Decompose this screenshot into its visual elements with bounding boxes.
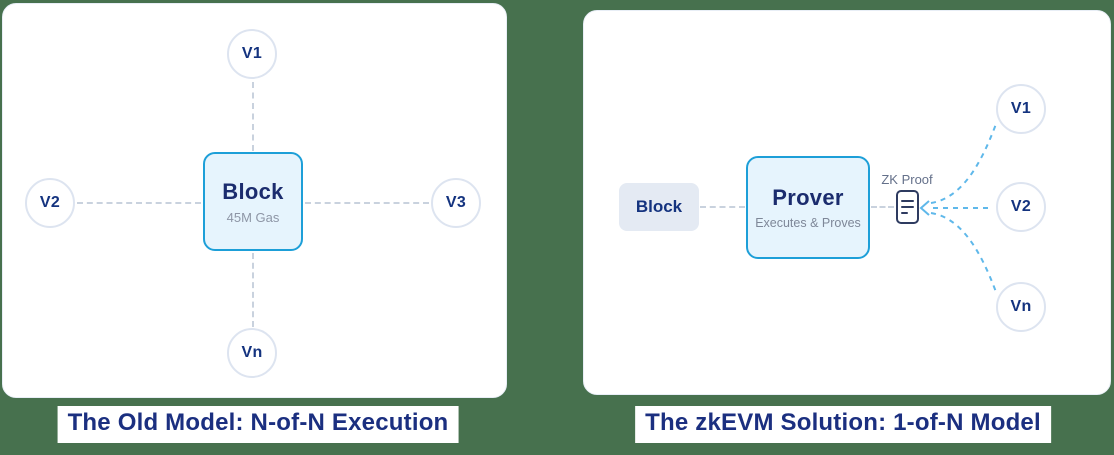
document-line — [901, 200, 914, 202]
connector-block-v3 — [305, 202, 429, 204]
validator-node-vn: Vn — [227, 328, 277, 378]
connector-v1-block — [252, 82, 254, 151]
block-title: Block — [222, 178, 284, 204]
validator-node-v3: V3 — [431, 178, 481, 228]
block-node: Block 45M Gas — [203, 152, 303, 251]
connector-proof-vn — [930, 212, 997, 293]
zk-proof-document-icon — [896, 190, 919, 224]
connector-block-prover — [700, 206, 745, 208]
validator-label: V1 — [241, 45, 263, 62]
validator-label: Vn — [1010, 298, 1032, 315]
old-model-caption: The Old Model: N-of-N Execution — [57, 406, 459, 443]
block-node: Block — [619, 183, 699, 231]
validator-label: Vn — [241, 344, 263, 361]
validator-node-vn: Vn — [996, 282, 1046, 332]
validator-label: V3 — [445, 194, 467, 211]
validator-label: V1 — [1010, 100, 1032, 117]
validator-node-v1: V1 — [227, 29, 277, 79]
connector-v2-block — [77, 202, 201, 204]
connector-block-vn — [252, 253, 254, 327]
validator-node-v2: V2 — [25, 178, 75, 228]
block-label: Block — [635, 197, 683, 216]
zkevm-model-panel: Block Prover Executes & Proves ZK Proof … — [583, 10, 1111, 395]
validator-label: V2 — [39, 194, 61, 211]
prover-node: Prover Executes & Proves — [746, 156, 870, 259]
connector-prover-proof — [871, 206, 894, 208]
document-line — [901, 206, 914, 208]
prover-title: Prover — [772, 185, 844, 210]
arrow-left-icon — [919, 200, 930, 216]
zk-proof-label: ZK Proof — [881, 172, 933, 187]
validator-node-v2: V2 — [996, 182, 1046, 232]
proof-fan-curves — [919, 123, 997, 293]
connector-proof-v1 — [930, 123, 997, 204]
document-line — [901, 212, 909, 214]
block-subtitle: 45M Gas — [226, 209, 280, 225]
validator-node-v1: V1 — [996, 84, 1046, 134]
zkevm-caption: The zkEVM Solution: 1-of-N Model — [635, 406, 1051, 443]
validator-label: V2 — [1010, 198, 1032, 215]
prover-subtitle: Executes & Proves — [755, 216, 861, 230]
old-model-panel: V1 V2 V3 Vn Block 45M Gas — [2, 3, 507, 398]
